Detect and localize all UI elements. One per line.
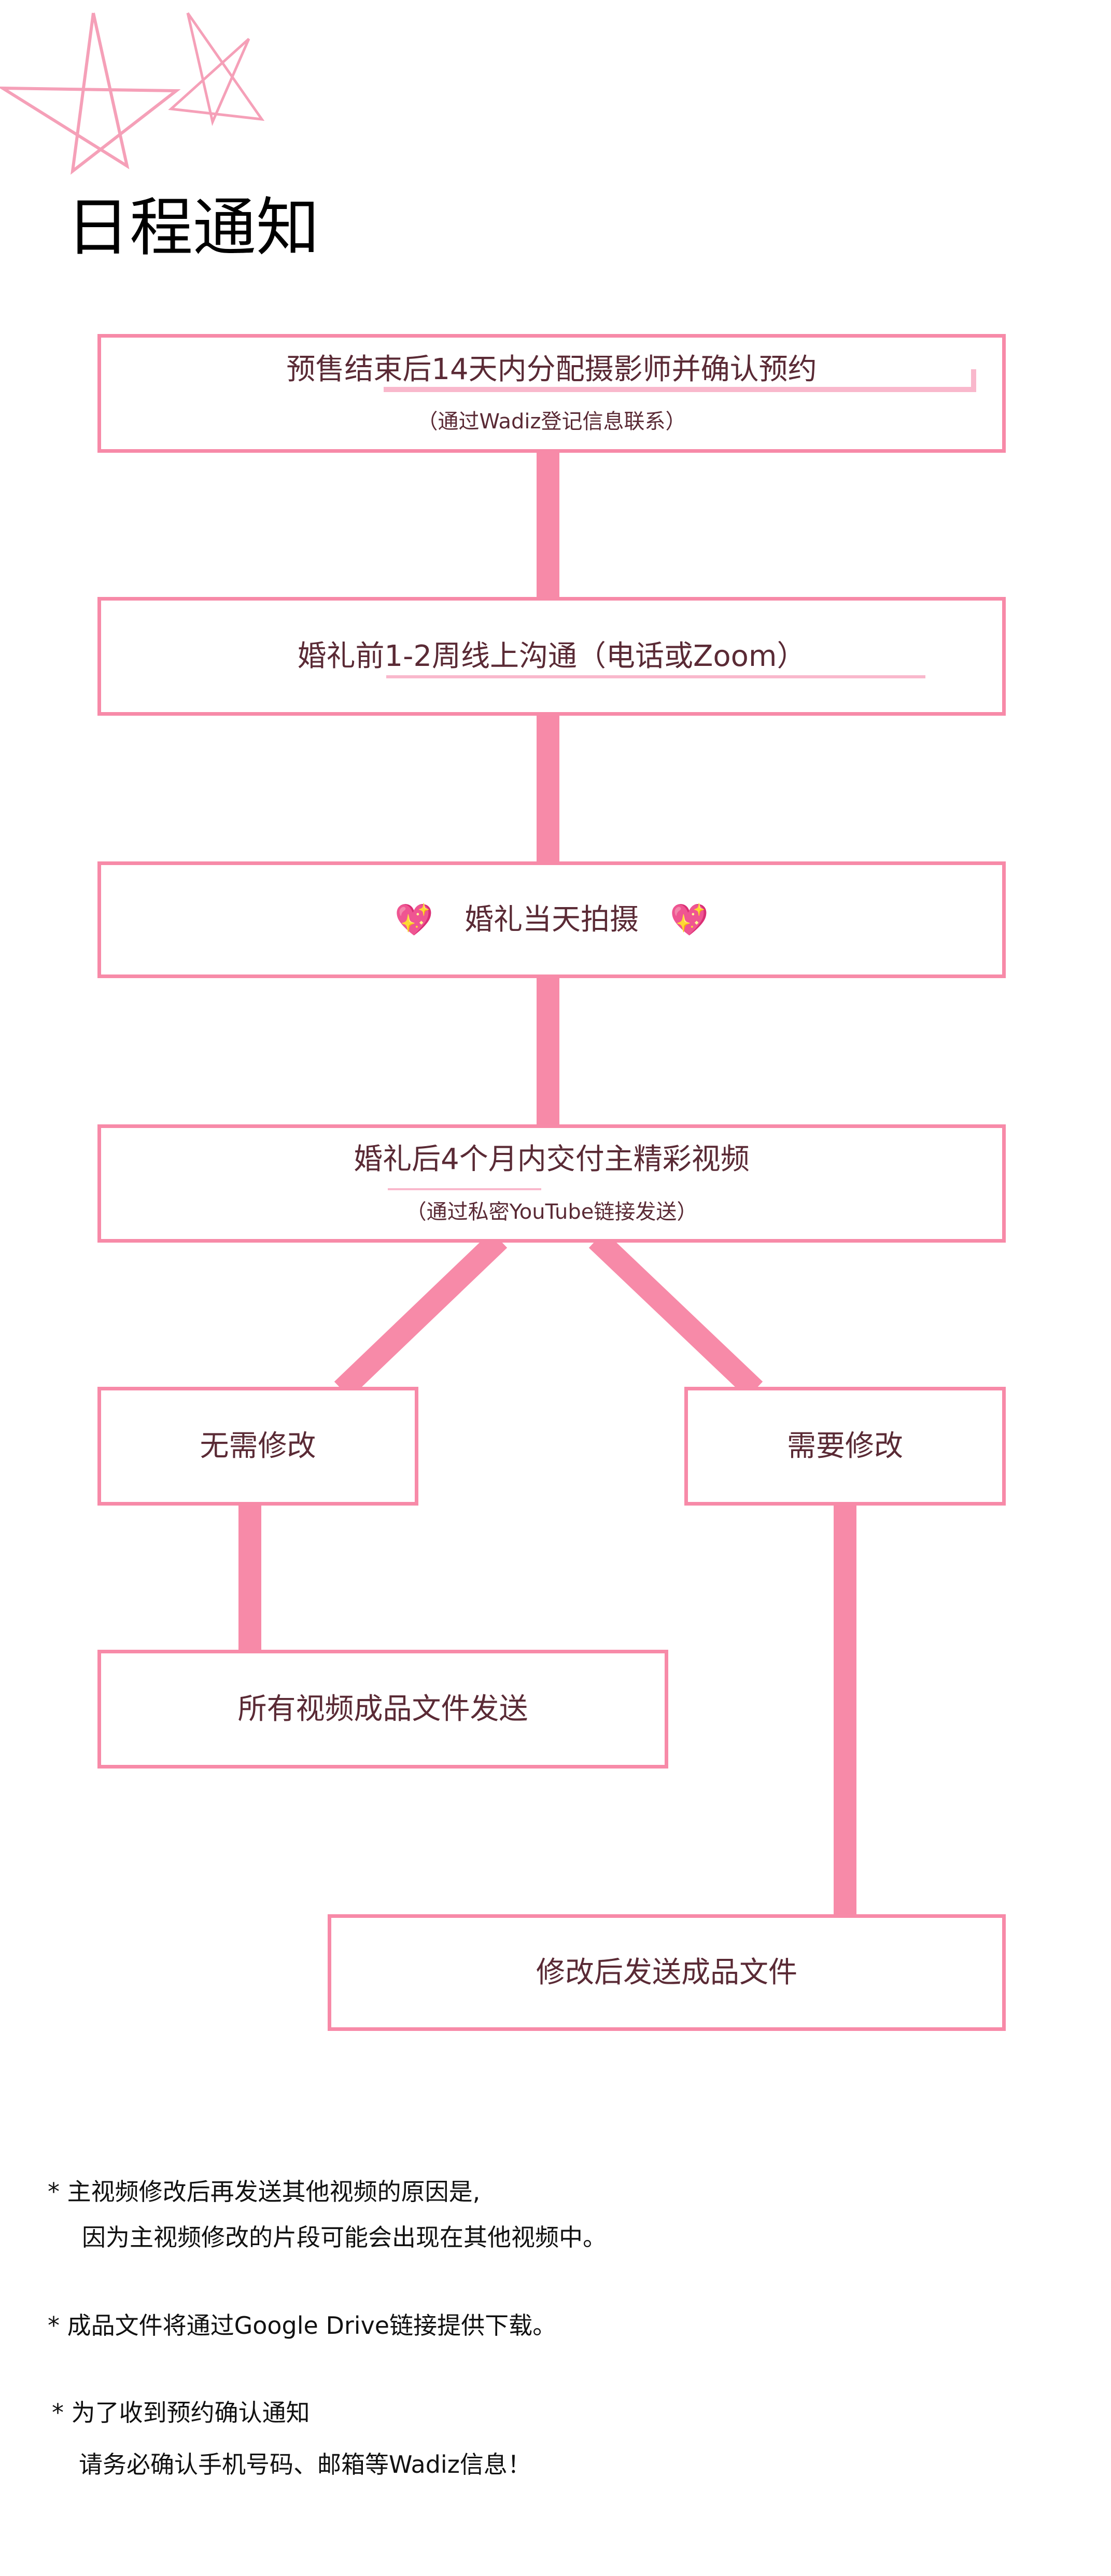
star-doodle-icon — [0, 12, 265, 175]
branch-left-label: 无需修改 — [200, 1429, 316, 1463]
highlight-underline — [384, 387, 975, 392]
step-4-sub: （通过私密YouTube链接发送） — [405, 1200, 698, 1224]
sparkling-heart-icon: 💖 — [395, 902, 433, 938]
note-1-line-1: * 主视频修改后再发送其他视频的原因是, — [48, 2178, 481, 2206]
note-2-line-1: * 成品文件将通过Google Drive链接提供下载。 — [48, 2312, 557, 2340]
step-1-sub: （通过Wadiz登记信息联系） — [417, 410, 686, 434]
step-4-label: 婚礼后4个月内交付主精彩视频 — [354, 1143, 750, 1177]
note-3-line-1: * 为了收到预约确认通知 — [52, 2399, 310, 2427]
step-3-box: 💖 婚礼当天拍摄 💖 — [97, 861, 1006, 978]
step-1-box: 预售结束后14天内分配摄影师并确认预约 （通过Wadiz登记信息联系） — [97, 334, 1006, 453]
branch-right-box: 需要修改 — [684, 1387, 1006, 1506]
page-title: 日程通知 — [66, 191, 319, 264]
highlight-underline — [386, 675, 925, 678]
connector — [537, 716, 559, 862]
result-right-box: 修改后发送成品文件 — [328, 1914, 1006, 2031]
result-right-label: 修改后发送成品文件 — [536, 1955, 797, 1989]
result-left-label: 所有视频成品文件发送 — [237, 1692, 528, 1726]
step-1-label: 预售结束后14天内分配摄影师并确认预约 — [286, 352, 817, 386]
step-3-label: 婚礼当天拍摄 — [465, 902, 639, 937]
note-1-line-2: 因为主视频修改的片段可能会出现在其他视频中。 — [82, 2223, 607, 2251]
step-2-label: 婚礼前1-2周线上沟通（电话或Zoom） — [297, 639, 806, 673]
note-3-line-2: 请务必确认手机号码、邮箱等Wadiz信息！ — [79, 2450, 531, 2478]
step-4-box: 婚礼后4个月内交付主精彩视频 （通过私密YouTube链接发送） — [97, 1124, 1006, 1243]
sparkling-heart-icon: 💖 — [670, 902, 709, 938]
branch-left-box: 无需修改 — [97, 1387, 418, 1506]
connector — [537, 978, 559, 1125]
highlight-underline — [971, 369, 976, 392]
highlight-underline — [388, 1188, 541, 1190]
branch-connectors — [334, 1240, 763, 1390]
connector — [238, 1504, 261, 1651]
result-left-box: 所有视频成品文件发送 — [97, 1650, 668, 1769]
connector — [834, 1504, 856, 1916]
connector — [537, 453, 559, 598]
step-2-box: 婚礼前1-2周线上沟通（电话或Zoom） — [97, 597, 1006, 716]
branch-right-label: 需要修改 — [787, 1429, 903, 1463]
